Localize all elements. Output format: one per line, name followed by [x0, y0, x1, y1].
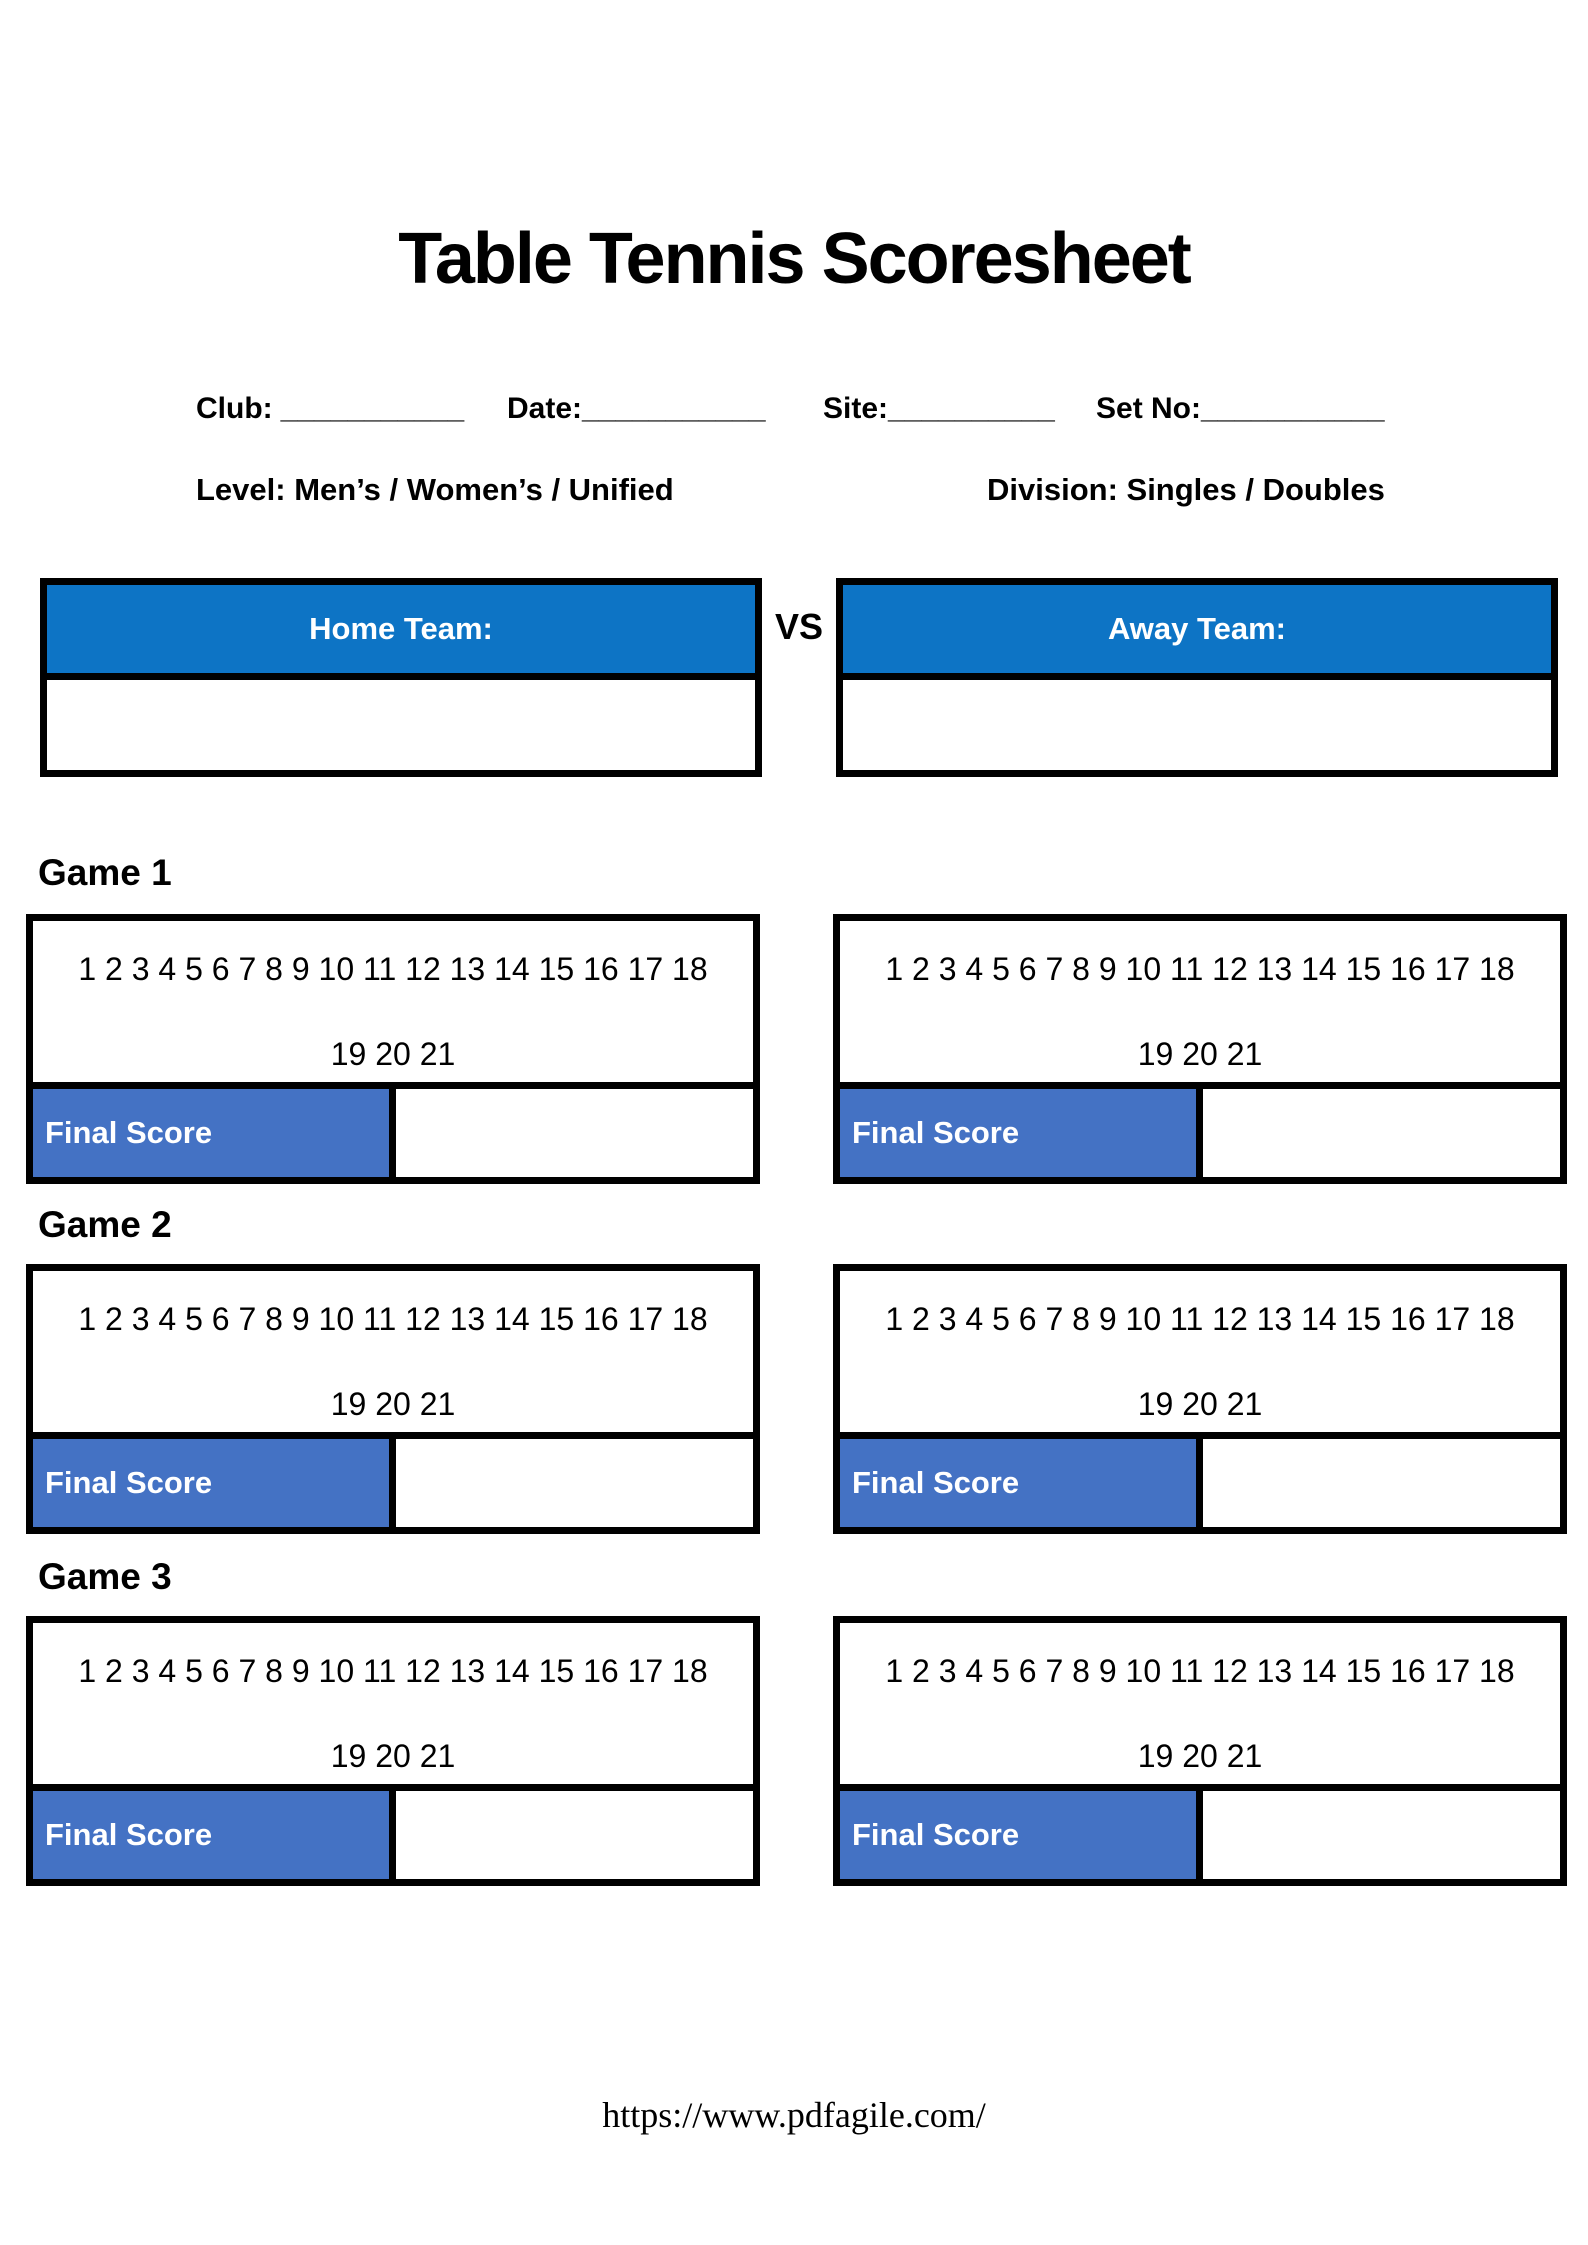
- game-2-home-final-score-cell[interactable]: [396, 1439, 753, 1527]
- game-2-away-final-row: Final Score: [840, 1439, 1560, 1527]
- game-3-away-final-row: Final Score: [840, 1791, 1560, 1879]
- points-row-19-21: 19 20 21: [1137, 1386, 1263, 1422]
- away-team-table: Away Team:: [836, 578, 1558, 777]
- points-row-19-21: 19 20 21: [1137, 1036, 1263, 1072]
- home-team-table: Home Team:: [40, 578, 762, 777]
- game-3-label: Game 3: [38, 1556, 172, 1597]
- game-1-away-final-row: Final Score: [840, 1089, 1560, 1177]
- away-team-name-cell[interactable]: [843, 680, 1551, 770]
- points-row-1-18: 1 2 3 4 5 6 7 8 9 10 11 12 13 14 15 16 1…: [78, 1301, 708, 1337]
- home-team-header: Home Team:: [47, 585, 755, 680]
- game-3-away-points-grid: 1 2 3 4 5 6 7 8 9 10 11 12 13 14 15 16 1…: [840, 1623, 1560, 1791]
- final-score-label: Final Score: [840, 1791, 1203, 1879]
- game-1-home-final-row: Final Score: [33, 1089, 753, 1177]
- points-row-19-21: 19 20 21: [330, 1036, 456, 1072]
- final-score-label: Final Score: [33, 1089, 396, 1177]
- game-2-away-points-grid: 1 2 3 4 5 6 7 8 9 10 11 12 13 14 15 16 1…: [840, 1271, 1560, 1439]
- set-no-blank-line[interactable]: ___________: [1201, 392, 1385, 425]
- game-1-home-points-grid: 1 2 3 4 5 6 7 8 9 10 11 12 13 14 15 16 1…: [33, 921, 753, 1089]
- date-blank-line[interactable]: ___________: [582, 392, 766, 425]
- game-2-home-points-grid: 1 2 3 4 5 6 7 8 9 10 11 12 13 14 15 16 1…: [33, 1271, 753, 1439]
- game-2-home-final-row: Final Score: [33, 1439, 753, 1527]
- game-1-away-points-grid: 1 2 3 4 5 6 7 8 9 10 11 12 13 14 15 16 1…: [840, 921, 1560, 1089]
- set-no-label: Set No:: [1096, 392, 1201, 425]
- division-options-text: Division: Singles / Doubles: [987, 472, 1385, 507]
- final-score-label: Final Score: [33, 1439, 396, 1527]
- date-label: Date:: [507, 392, 583, 425]
- game-1-away-final-score-cell[interactable]: [1203, 1089, 1560, 1177]
- game-1-home-final-score-cell[interactable]: [396, 1089, 753, 1177]
- final-score-label: Final Score: [840, 1439, 1203, 1527]
- points-row-19-21: 19 20 21: [330, 1738, 456, 1774]
- site-blank-line[interactable]: __________: [888, 392, 1055, 425]
- points-row-1-18: 1 2 3 4 5 6 7 8 9 10 11 12 13 14 15 16 1…: [885, 951, 1515, 987]
- club-blank-line[interactable]: ___________: [280, 392, 465, 425]
- footer-url-link[interactable]: https://www.pdfagile.com/: [602, 2095, 986, 2135]
- set-no-field: Set No:___________: [1096, 392, 1385, 426]
- vs-label: VS: [774, 606, 824, 647]
- points-row-1-18: 1 2 3 4 5 6 7 8 9 10 11 12 13 14 15 16 1…: [78, 1653, 708, 1689]
- game-3-home-final-score-cell[interactable]: [396, 1791, 753, 1879]
- away-team-header: Away Team:: [843, 585, 1551, 680]
- site-field: Site:__________: [823, 392, 1055, 426]
- game-2-away-scorebox: 1 2 3 4 5 6 7 8 9 10 11 12 13 14 15 16 1…: [833, 1264, 1567, 1534]
- club-field: Club:___________: [196, 392, 464, 426]
- game-2-label: Game 2: [38, 1204, 172, 1245]
- game-1-home-scorebox: 1 2 3 4 5 6 7 8 9 10 11 12 13 14 15 16 1…: [26, 914, 760, 1184]
- points-row-1-18: 1 2 3 4 5 6 7 8 9 10 11 12 13 14 15 16 1…: [885, 1301, 1515, 1337]
- game-3-away-scorebox: 1 2 3 4 5 6 7 8 9 10 11 12 13 14 15 16 1…: [833, 1616, 1567, 1886]
- game-2-away-final-score-cell[interactable]: [1203, 1439, 1560, 1527]
- game-3-home-final-row: Final Score: [33, 1791, 753, 1879]
- page-title: Table Tennis Scoresheet: [398, 219, 1192, 299]
- points-row-1-18: 1 2 3 4 5 6 7 8 9 10 11 12 13 14 15 16 1…: [78, 951, 708, 987]
- club-label: Club:: [196, 392, 273, 425]
- final-score-label: Final Score: [33, 1791, 396, 1879]
- final-score-label: Final Score: [840, 1089, 1203, 1177]
- points-row-19-21: 19 20 21: [330, 1386, 456, 1422]
- level-options-text: Level: Men’s / Women’s / Unified: [196, 472, 674, 507]
- site-label: Site:: [823, 392, 889, 425]
- game-3-away-final-score-cell[interactable]: [1203, 1791, 1560, 1879]
- home-team-name-cell[interactable]: [47, 680, 755, 770]
- game-1-away-scorebox: 1 2 3 4 5 6 7 8 9 10 11 12 13 14 15 16 1…: [833, 914, 1567, 1184]
- game-1-label: Game 1: [38, 852, 172, 893]
- date-field: Date:___________: [507, 392, 766, 426]
- game-2-home-scorebox: 1 2 3 4 5 6 7 8 9 10 11 12 13 14 15 16 1…: [26, 1264, 760, 1534]
- points-row-19-21: 19 20 21: [1137, 1738, 1263, 1774]
- game-3-home-points-grid: 1 2 3 4 5 6 7 8 9 10 11 12 13 14 15 16 1…: [33, 1623, 753, 1791]
- points-row-1-18: 1 2 3 4 5 6 7 8 9 10 11 12 13 14 15 16 1…: [885, 1653, 1515, 1689]
- game-3-home-scorebox: 1 2 3 4 5 6 7 8 9 10 11 12 13 14 15 16 1…: [26, 1616, 760, 1886]
